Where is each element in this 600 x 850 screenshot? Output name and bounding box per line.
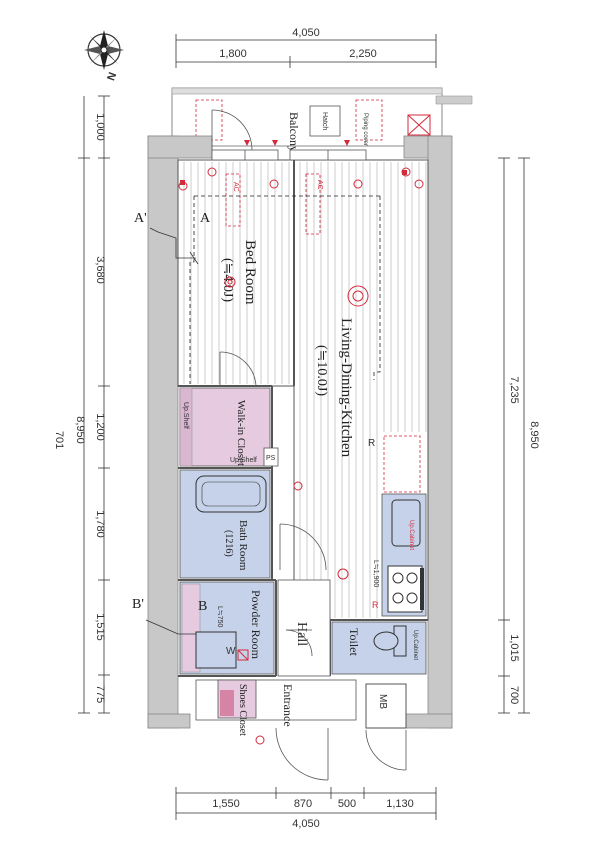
entrance-label: Entrance <box>281 684 295 727</box>
shoes-closet-label: Shoes Closet <box>237 684 248 736</box>
refrigerator-label: R <box>368 438 375 449</box>
section-a-marker <box>149 227 199 265</box>
dim-top-right: 2,250 <box>349 48 377 60</box>
bathtub-inner <box>201 481 261 507</box>
section-b-prime-label: B' <box>132 597 144 612</box>
dim-left-total: 8,950 <box>74 416 86 444</box>
bed-room-flooring-lines <box>183 162 290 384</box>
ldk-size: (≒10.0J) <box>314 345 329 396</box>
outer-walls <box>147 135 453 729</box>
walk-in-closet-label: Walk-in Closet <box>235 400 247 466</box>
toilet-fixture <box>373 625 407 657</box>
entrance-door-arc <box>275 727 329 781</box>
dim-right-3: 700 <box>508 686 520 704</box>
balcony-area <box>171 87 473 147</box>
washer-label: W <box>226 646 236 657</box>
dim-top-left: 1,800 <box>219 48 247 60</box>
ac-label-ldk: AC <box>316 180 323 190</box>
dim-left-5: 1,515 <box>94 613 106 641</box>
balcony-windows <box>211 149 367 161</box>
bath-size-label: (1216) <box>223 530 234 557</box>
section-a-label: A <box>200 211 211 226</box>
ps-label: PS <box>266 455 276 462</box>
dim-right-total: 8,950 <box>528 421 540 449</box>
shoes-closet-pink <box>220 690 234 716</box>
dim-bottom-seg-1: 1,550 <box>212 798 240 810</box>
dim-top-total: 4,050 <box>292 27 320 39</box>
dim-bottom-seg-2: 870 <box>294 798 312 810</box>
hatch-box <box>309 105 341 137</box>
dim-left-6: 775 <box>94 685 106 703</box>
compass-north-label: N <box>105 71 119 83</box>
bathtub <box>195 475 267 513</box>
kitchen-fixtures <box>383 435 421 493</box>
kitchen-sink <box>391 499 421 547</box>
kitchen-length-label: L≒1,900 <box>372 560 379 587</box>
bed-room-label: Bed Room <box>242 240 258 305</box>
hall-floor <box>277 579 331 677</box>
bed-room-size: (≒4.0J) <box>220 258 235 302</box>
ceiling-outline <box>189 195 381 384</box>
dim-left-4: 1,780 <box>94 510 106 538</box>
up-shelf-label: Up.Shelf <box>182 402 189 429</box>
ac-units <box>225 173 321 235</box>
balcony-label: Balcony <box>287 112 301 152</box>
mb-box <box>365 683 407 729</box>
mb-door-arc <box>365 729 407 771</box>
kitchen-up-cabinet: Up.Cabinet <box>408 520 414 550</box>
ldk-label: Living-Dining-Kitchen <box>338 318 354 458</box>
powder-fixture-icon <box>237 649 249 661</box>
top-dimension-lines <box>175 34 437 68</box>
compass-icon <box>84 30 124 70</box>
left-dimension-lines <box>78 95 110 714</box>
dim-right-1: 7,235 <box>508 376 520 404</box>
mb-label: MB <box>377 694 388 709</box>
dim-left-3: 1,200 <box>94 413 106 441</box>
dim-bottom-total: 4,050 <box>292 818 320 830</box>
dim-bottom-seg-3: 500 <box>338 798 356 810</box>
section-b-label: B <box>198 599 207 614</box>
piping-cover-label: Piping cover <box>362 113 368 146</box>
powder-room-label: Powder Room <box>249 590 263 660</box>
range-r-label: R <box>372 600 379 610</box>
bath-room-label: Bath Room <box>237 520 249 571</box>
stove-icon <box>387 565 424 613</box>
up-shelf-line <box>179 387 193 467</box>
section-b-marker <box>145 619 196 635</box>
powder-length-label: L≒750 <box>216 606 223 628</box>
bed-room-floor <box>177 159 295 387</box>
ldk-door-arc <box>279 523 327 571</box>
bedroom-door-arc <box>219 351 257 387</box>
toilet-up-cabinet: Up.Cabinet <box>412 630 418 660</box>
section-a-prime-label: A' <box>134 211 147 226</box>
dim-left-1: 1,000 <box>94 113 106 141</box>
right-dimension-lines <box>498 157 530 714</box>
balcony-door-arc <box>211 109 253 151</box>
outlet-marks <box>180 140 407 185</box>
dim-left-small: 701 <box>53 431 65 449</box>
hatch-label: Hatch <box>321 112 328 130</box>
ac-label-bedroom: AC <box>232 182 239 192</box>
toilet-label: Toilet <box>347 628 361 656</box>
dim-left-2: 3,680 <box>94 256 106 284</box>
walk-in-closet-area <box>179 387 271 467</box>
hall-label: Hall <box>294 622 309 646</box>
ps-box <box>263 447 279 467</box>
bottom-dimension-lines <box>175 787 437 820</box>
ldk-flooring-lines <box>299 162 427 618</box>
piping-cover-box <box>407 114 431 136</box>
dim-right-2: 1,015 <box>508 634 520 662</box>
up-shelf-label-2: Up.Shelf <box>230 457 257 464</box>
dim-bottom-seg-4: 1,130 <box>386 798 414 810</box>
washer-box <box>195 631 237 669</box>
